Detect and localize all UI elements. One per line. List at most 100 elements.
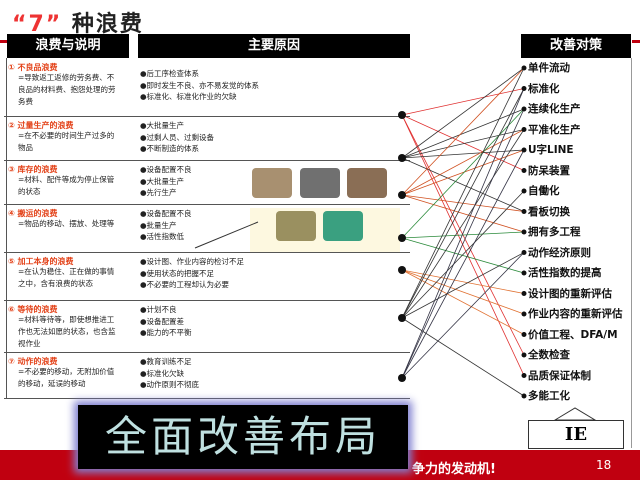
measure-item: 品质保证体制	[528, 369, 591, 382]
cause-item: ●使用状态的把握不足	[140, 268, 215, 278]
up-arrow-icon	[553, 407, 597, 421]
measure-dot	[521, 393, 527, 399]
cause-item: ●设备配置不良	[140, 165, 192, 174]
cause-item: ●计划不良	[140, 305, 177, 314]
connection-line	[401, 108, 525, 159]
cause-item: ●大批量生产	[140, 121, 185, 130]
measure-item: 单件流动	[528, 62, 570, 74]
photo-thumbnail	[323, 211, 363, 241]
measure-dot	[521, 147, 527, 153]
cause-dot	[398, 234, 406, 242]
cause-item: ●标准化欠缺	[140, 368, 185, 378]
connection-line	[401, 108, 525, 239]
waste-description: =在认为稳住、正在做的事情之中，含有浪费的状态	[18, 267, 115, 288]
connection-line	[401, 157, 525, 212]
connection-line	[401, 269, 525, 335]
cause-list: ●设计图、作业内容的检讨不足●使用状态的把握不足●不必要的工程却认为必要	[140, 256, 244, 291]
measure-dot	[521, 291, 527, 296]
cause-item: ●设备配置差	[140, 316, 185, 326]
measure-dot	[521, 250, 527, 255]
waste-name: ⑥ 等待的浪费	[8, 305, 58, 314]
cause-item: ●即时发生不良、亦不易发觉的体系	[140, 80, 260, 90]
cause-list: ●计划不良 ●设备配置差 ●能力的不平衡	[140, 304, 192, 339]
photo-thumbnail	[276, 211, 316, 241]
waste-row: ② 过量生产的浪费 =在不必要的时间生产过多的物品 ●大批量生产●过剩人员、过剩…	[4, 116, 410, 161]
waste-name: ⑤ 加工本身的浪费	[8, 257, 74, 266]
measure-item: 活性指数的提高	[528, 267, 602, 279]
cause-item: ●能力的不平衡	[140, 328, 192, 337]
connection-line	[401, 67, 525, 319]
photo-thumbnail	[252, 168, 292, 198]
red-marker	[632, 40, 640, 43]
cause-list: ●设备配置不良 ●批量生产 ●活性指数低	[140, 208, 192, 243]
waste-row: ④ 搬运的浪费 =物品的移动、摆放、处理等 ●设备配置不良●批量生产●活性指数低	[4, 204, 410, 253]
measure-dot	[521, 352, 527, 358]
connection-line	[401, 149, 525, 379]
connection-line	[401, 114, 525, 376]
measure-item: 看板切换	[528, 205, 570, 218]
connection-line	[401, 129, 525, 159]
connection-line	[401, 149, 525, 159]
quote: ”	[45, 12, 63, 37]
cause-item: ●设备配置不良	[140, 209, 192, 218]
title-number: 7	[28, 12, 46, 37]
cause-list: ●大批量生产●过剩人员、过剩设备●不断制造的体系	[140, 120, 214, 155]
waste-row: ⑤ 加工本身的浪费 =在认为稳住、正在做的事情之中，含有浪费的状态 ●设计图、作…	[4, 252, 410, 301]
measure-item: 拥有多工程	[528, 226, 581, 238]
waste-row: ③ 库存的浪费 =材料、配件等成为停止保管的状态 ●设备配置不良●大批量生产●先…	[4, 160, 410, 205]
measure-item: 平准化生产	[528, 123, 581, 136]
cause-dot	[398, 374, 406, 382]
measure-item: 动作经济原则	[528, 246, 591, 259]
measure-dot	[521, 270, 527, 276]
cause-item: ●活性指数低	[140, 232, 185, 241]
cause-item: ●先行生产	[140, 188, 177, 197]
connection-line	[401, 269, 525, 294]
cause-list: ●设备配置不良●大批量生产●先行生产	[140, 164, 192, 199]
footer-slogan: 争力的发动机!	[412, 462, 496, 477]
cause-dot	[398, 154, 406, 162]
causes-header: 主要原因	[138, 34, 410, 58]
waste-row: ⑥ 等待的浪费 =材料等待等，即使想推进工作也无法如愿的状态，也含监视作业 ●计…	[4, 300, 410, 353]
connection-line	[401, 129, 525, 196]
cause-list: ●后工序检查体系 ●即时发生不良、亦不易发觉的体系 ●标准化、标准化作业的欠缺	[140, 68, 259, 103]
connection-line	[401, 149, 525, 196]
measure-dot	[521, 86, 527, 91]
connection-line	[401, 88, 525, 379]
measure-dot	[521, 373, 527, 378]
cause-item: ●教育训练不足	[140, 357, 192, 366]
cause-list: ●教育训练不足 ●标准化欠缺 ●动作原则不彻底	[140, 356, 199, 391]
cause-dot	[398, 314, 406, 322]
waste-name: ③ 库存的浪费	[8, 165, 58, 174]
connection-line	[401, 231, 525, 239]
waste-row: ① 不良品浪费 =导致返工返修的劳务费、不良品的材料费、抱怨处理的劳务费 ●后工…	[4, 58, 410, 117]
connection-line	[401, 237, 525, 274]
cause-dot	[398, 111, 406, 119]
red-marker	[0, 40, 8, 43]
measure-item: 全数检查	[528, 349, 570, 361]
connection-line	[401, 88, 525, 116]
waste-name: ⑦ 动作的浪费	[8, 357, 58, 366]
cause-item: ●动作原则不彻底	[140, 380, 200, 389]
waste-description: =不必要的移动，无附加价值的移动，延误的移动	[18, 367, 115, 388]
connection-line	[401, 269, 525, 315]
cause-item: ●后工序检查体系	[140, 69, 200, 78]
measure-item: U字LINE	[528, 144, 574, 156]
cause-item: ●设计图、作业内容的检讨不足	[140, 257, 245, 266]
waste-name: ② 过量生产的浪费	[8, 121, 74, 130]
waste-header: 浪费与说明	[7, 34, 129, 58]
measure-item: 多能工化	[528, 390, 570, 402]
connection-line	[401, 194, 525, 233]
cause-item: ●批量生产	[140, 220, 177, 230]
connection-line	[401, 88, 525, 319]
cause-item: ●过剩人员、过剩设备	[140, 132, 215, 142]
cause-item: ●标准化、标准化作业的欠缺	[140, 92, 237, 101]
measure-item: 防呆装置	[528, 164, 570, 177]
measure-dot	[521, 168, 527, 173]
page-number: 18	[596, 458, 612, 472]
left-border	[6, 58, 7, 398]
arrow-line	[194, 221, 259, 249]
measure-dot	[521, 127, 527, 132]
measure-item: 自働化	[528, 185, 560, 197]
waste-description: =物品的移动、摆放、处理等	[18, 219, 115, 228]
